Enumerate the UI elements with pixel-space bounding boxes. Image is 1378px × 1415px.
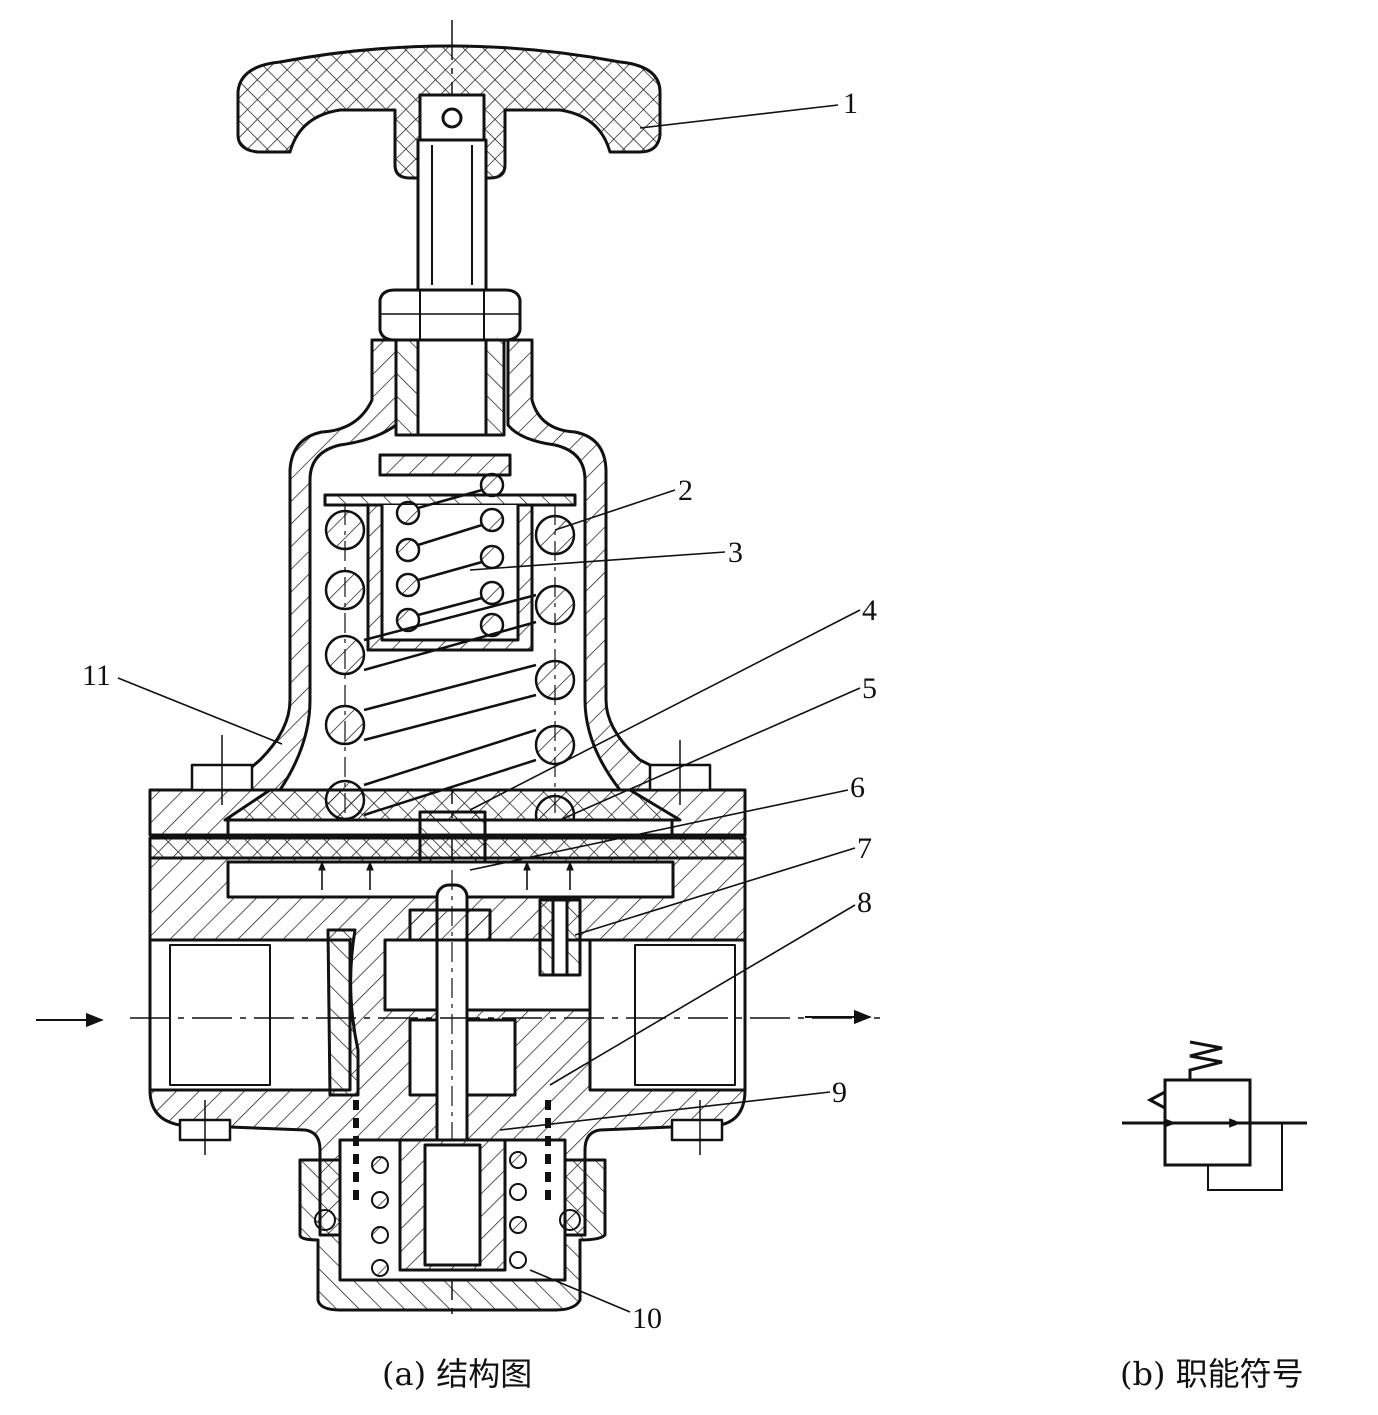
base-screws [178, 1100, 724, 1155]
inner-spring [395, 472, 505, 638]
pilot-feedback-line [1207, 1123, 1283, 1191]
callout-6: 6 [850, 771, 865, 804]
callout-4: 4 [862, 594, 877, 627]
callout-10: 10 [632, 1302, 662, 1335]
hand-knob [236, 44, 662, 180]
lower-springs [314, 1100, 581, 1277]
bottom-cap [298, 1138, 607, 1312]
structure-drawing: 1 2 3 4 5 6 7 8 9 10 11 [36, 20, 880, 1335]
callout-labels: 1 2 3 4 5 6 7 8 9 10 11 [82, 87, 877, 1335]
diaphragm-plate [148, 788, 747, 864]
callout-5: 5 [862, 672, 877, 705]
adjusting-stem [416, 138, 488, 292]
caption-structure: (a) 结构图 [382, 1355, 532, 1393]
callout-11: 11 [82, 659, 111, 692]
callout-3: 3 [728, 536, 743, 569]
lock-nut [378, 288, 522, 342]
pilot-triangle-icon [1146, 1090, 1166, 1110]
caption-symbol: (b) 职能符号 [1120, 1355, 1304, 1393]
functional-symbol [1122, 1040, 1307, 1191]
callout-9: 9 [832, 1076, 847, 1109]
cover-screws [190, 735, 712, 805]
callout-8: 8 [857, 886, 872, 919]
callout-7: 7 [857, 832, 872, 865]
pressure-arrows [318, 861, 574, 890]
leader-lines [117, 104, 861, 1313]
callout-2: 2 [678, 474, 693, 507]
spring-symbol-icon [1188, 1040, 1223, 1080]
callout-1: 1 [843, 87, 858, 120]
